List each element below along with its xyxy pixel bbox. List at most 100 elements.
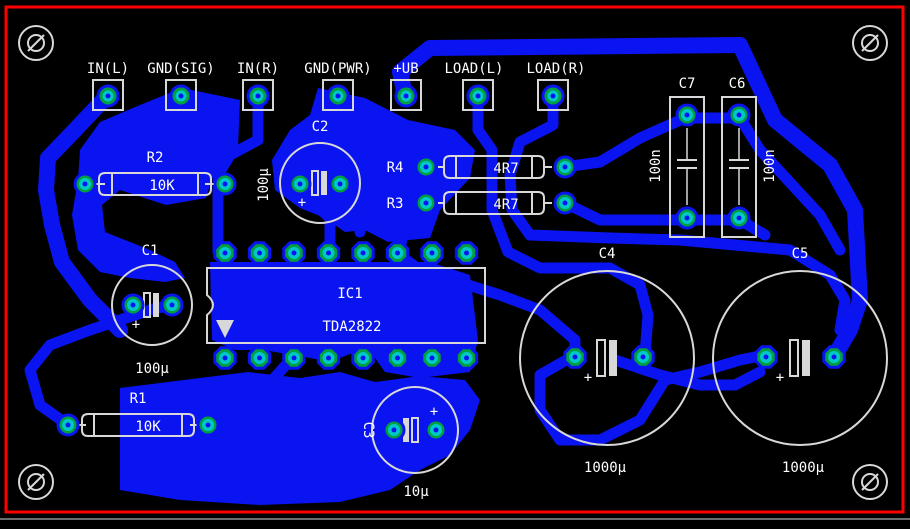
c5-pad-1 [754, 345, 778, 369]
capacitor-c7: C7 100n [648, 76, 705, 238]
ic1-pin-bottom-2 [247, 346, 272, 370]
capacitor-c5: C5 + 1000µ [712, 246, 888, 476]
connector-label-load-l: LOAD(L) [444, 61, 503, 77]
c1-value: 100µ [135, 361, 169, 377]
c6-ref: C6 [729, 76, 746, 92]
r4-ref: R4 [387, 160, 404, 176]
c5-pad-2 [822, 345, 846, 369]
capacitor-c3: C3 + 10µ [360, 386, 459, 500]
connector-pad-gnd-sig [169, 84, 193, 108]
mounting-hole-tr [852, 25, 888, 61]
trace-in-l [38, 87, 128, 338]
c4-ref: C4 [599, 246, 616, 262]
r4-value: 4R7 [493, 161, 518, 177]
c2-polarity: + [298, 195, 306, 211]
connector-label-gnd-sig: GND(SIG) [147, 61, 214, 77]
trace-r1-ic [202, 352, 298, 431]
r1-ref: R1 [130, 391, 147, 407]
mounting-hole-br [852, 464, 888, 500]
c4-value: 1000µ [584, 460, 627, 476]
copper-pour-gnd-sig [72, 88, 240, 282]
connector-pad-gnd-pwr [326, 84, 350, 108]
connector-label-plus-ub: +UB [393, 61, 418, 77]
trace-c4-c5 [534, 349, 771, 446]
r1-pad-1 [56, 413, 80, 437]
r4-pad-1 [414, 155, 438, 179]
ic1-pin-bottom-6 [385, 346, 410, 370]
connector-label-load-r: LOAD(R) [526, 61, 585, 77]
connector-labels: IN(L) GND(SIG) IN(R) GND(PWR) +UB LOAD(L… [87, 61, 586, 77]
c6-value: 100n [762, 149, 778, 183]
c6-pad-1 [727, 103, 751, 127]
r3-ref: R3 [387, 196, 404, 212]
ic1-pin-bottom-1 [213, 346, 237, 370]
c7-ref: C7 [679, 76, 696, 92]
ic1-value: TDA2822 [322, 319, 381, 335]
c7-pad-1 [675, 103, 699, 127]
c4-pad-2 [631, 345, 655, 369]
r2-value: 10K [149, 178, 175, 194]
c7-value: 100n [648, 149, 664, 183]
capacitor-c2: C2 + 100µ [256, 119, 361, 224]
ic1-pin-bottom-3 [282, 346, 306, 370]
ic1-pin-top-4 [316, 241, 341, 265]
c3-pad-1 [382, 418, 406, 442]
c1-ref: C1 [142, 243, 159, 259]
copper-pour-ic-region [210, 262, 478, 378]
connector-pad-in-r [246, 84, 270, 108]
c5-ref: C5 [792, 246, 809, 262]
trace-in-r [212, 89, 264, 258]
c2-pad-2 [328, 172, 352, 196]
ic1-pin-top-8 [454, 241, 479, 265]
c3-pad-2 [424, 418, 448, 442]
capacitor-c1: C1 + 100µ [111, 243, 193, 377]
c4-pad-1 [563, 345, 587, 369]
c3-ref: C3 [360, 422, 376, 439]
connector-pad-load-r [541, 84, 565, 108]
copper-layer [24, 37, 868, 505]
c7-pad-2 [675, 206, 699, 230]
pads [56, 84, 846, 442]
capacitor-c6: C6 100n [721, 76, 778, 238]
connector-label-in-l: IN(L) [87, 61, 129, 77]
ic-tda2822: IC1 TDA2822 [206, 267, 486, 344]
ic1-pin-top-1 [213, 241, 237, 265]
trace-c4-ic [609, 354, 766, 391]
ic1-pin-bottom-4 [316, 346, 341, 370]
ic1-pin-bottom-8 [454, 346, 479, 370]
trace-plus-ub [392, 37, 868, 363]
mounting-holes [18, 25, 888, 500]
ic1-pin-top-2 [247, 241, 272, 265]
connector-pad-load-l [466, 84, 490, 108]
mounting-hole-tl [18, 25, 54, 61]
ic1-ref: IC1 [337, 286, 362, 302]
r2-pad-1 [73, 172, 97, 196]
connector-pad-in-l [96, 84, 120, 108]
c4-polarity: + [584, 370, 592, 386]
connector-label-gnd-pwr: GND(PWR) [304, 61, 371, 77]
c2-pad-1 [288, 172, 312, 196]
trace-ic-c2 [304, 194, 336, 258]
r1-pad-2 [196, 413, 220, 437]
r2-pad-2 [213, 172, 237, 196]
ic1-pin-top-7 [420, 241, 444, 265]
ic1-pin-bottom-7 [420, 346, 444, 370]
r1-value: 10K [135, 419, 161, 435]
trace-c7-r4 [559, 112, 846, 256]
r3-pad-2 [553, 191, 577, 215]
capacitor-c4: C4 + 1000µ [519, 246, 695, 476]
c5-value: 1000µ [782, 460, 825, 476]
pin1-marker-icon [216, 320, 234, 338]
board-outline [4, 5, 905, 514]
c2-ref: C2 [312, 119, 329, 135]
mounting-hole-bl [18, 464, 54, 500]
c3-value: 10µ [403, 484, 429, 500]
c2-value: 100µ [256, 168, 272, 202]
ic1-pin-top-5 [351, 241, 375, 265]
r4-pad-2 [553, 155, 577, 179]
c3-polarity: + [430, 404, 438, 420]
c5-polarity: + [776, 370, 784, 386]
ic1-pin-top-6 [385, 241, 410, 265]
trace-load-l [472, 89, 654, 361]
